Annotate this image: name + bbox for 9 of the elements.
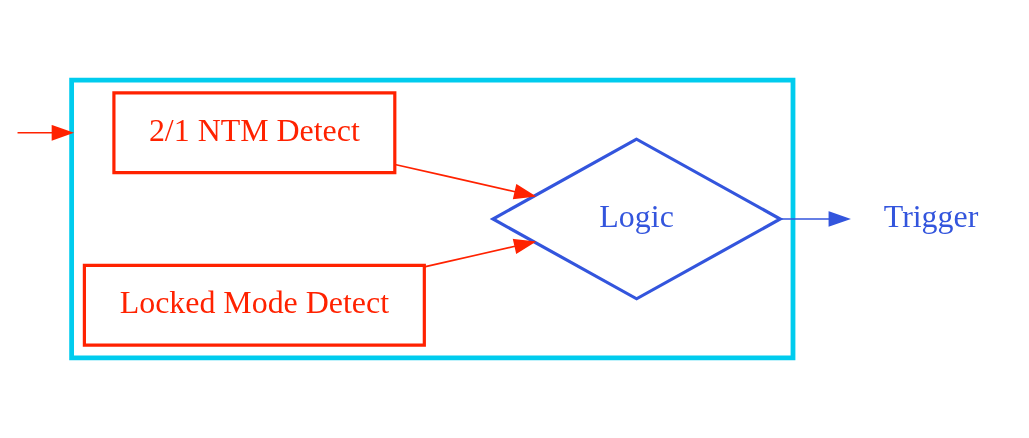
arrow	[423, 238, 537, 268]
node-box: Locked Mode Detect	[82, 263, 426, 347]
node-box: 2/1 NTM Detect	[112, 91, 397, 175]
arrow	[16, 125, 75, 141]
arrow	[394, 163, 537, 200]
arrow	[779, 211, 851, 227]
node-diamond: Logic	[489, 137, 784, 301]
node-text: Trigger	[883, 198, 979, 234]
cluster	[69, 77, 796, 361]
